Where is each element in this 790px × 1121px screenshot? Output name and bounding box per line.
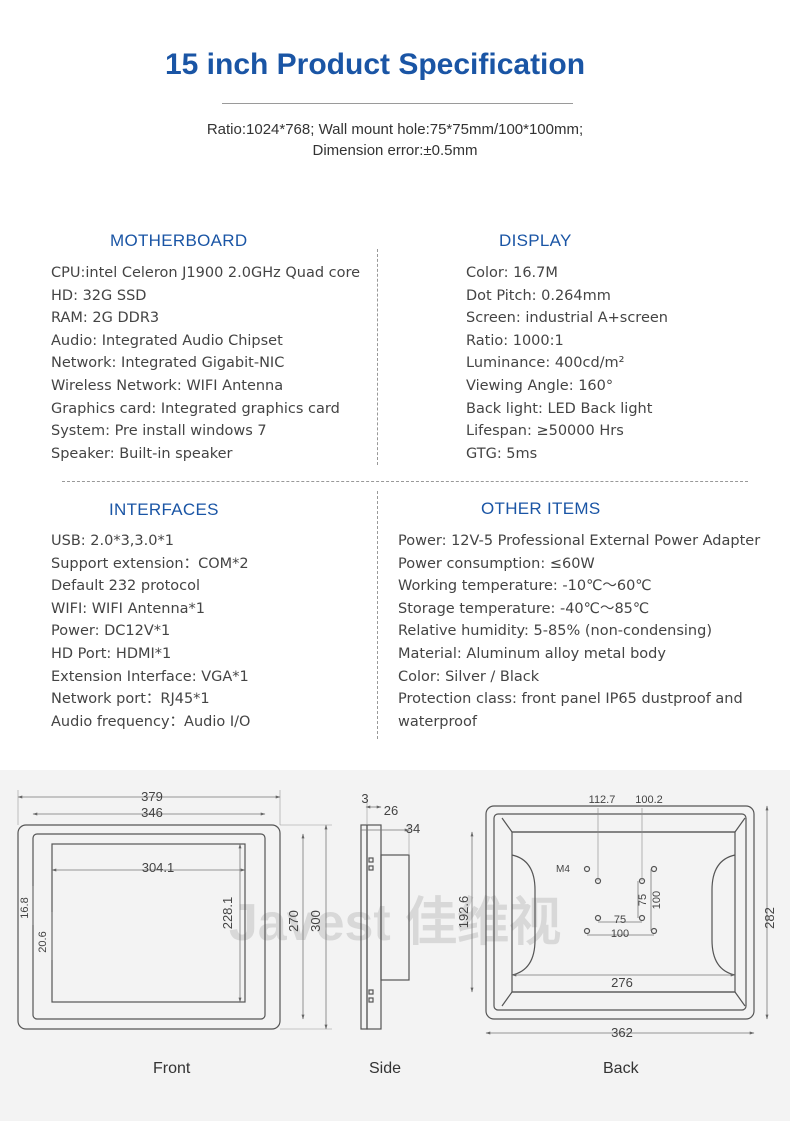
display-heading: DISPLAY: [499, 231, 572, 250]
back-outer-frame: [485, 805, 755, 1020]
front-bezel-height-label: 270: [286, 910, 301, 932]
interfaces-item: USB: 2.0*3,3.0*1: [51, 533, 174, 549]
front-caption: Front: [153, 1060, 191, 1077]
back-view: [470, 805, 769, 1035]
back-bevel-bottom: [501, 991, 746, 1007]
display-item: Viewing Angle: 160°: [466, 377, 614, 394]
screw-hole: [583, 865, 591, 873]
front-margin-left-label: 20.6: [37, 931, 49, 952]
interfaces-item: HD Port: HDMI*1: [51, 645, 172, 662]
back-outer-width-label: 362: [611, 1025, 633, 1040]
display-item: GTG: 5ms: [466, 445, 538, 462]
motherboard-item: HD: 32G SSD: [51, 287, 147, 304]
interfaces-item: WIFI: WIFI Antenna*1: [51, 600, 206, 617]
display-item: Lifespan: ≥50000 Hrs: [466, 423, 624, 440]
back-vesa-large-v-label: 100: [651, 891, 663, 909]
front-bezel-width-label: 346: [141, 805, 163, 820]
screw-hole: [638, 914, 646, 922]
front-margin-top-label: 16.8: [19, 897, 31, 918]
other-item: Working temperature: -10℃～60℃: [398, 578, 652, 595]
motherboard-list: CPU:intel Celeron J1900 2.0GHz Quad core…: [51, 262, 360, 465]
motherboard-item: RAM: 2G DDR3: [51, 310, 160, 327]
screw-hole: [594, 914, 602, 922]
other-item: Protection class: front panel IP65 dustp…: [398, 691, 743, 730]
other-items-list: Power: 12V-5 Professional External Power…: [398, 530, 770, 733]
display-item: Ratio: 1000:1: [466, 332, 564, 349]
side-total-depth-label: 34: [406, 821, 420, 836]
back-inner-width-label: 276: [611, 975, 633, 990]
back-grip-right: [711, 854, 736, 976]
motherboard-item: Audio: Integrated Audio Chipset: [51, 332, 283, 349]
row-divider: [62, 481, 748, 482]
screw-hole: [583, 927, 591, 935]
back-hole-offset-a-label: 112.7: [589, 794, 616, 806]
display-item: Color: 16.7M: [466, 265, 558, 281]
interfaces-item: Default 232 protocol: [51, 578, 201, 595]
motherboard-item: CPU:intel Celeron J1900 2.0GHz Quad core: [51, 265, 361, 281]
dimension-drawing-svg: Javest 佳维视 379 346 304.1 228.1 270 300 1…: [17, 789, 777, 1040]
other-items-heading: OTHER ITEMS: [481, 499, 601, 518]
page-title: 15 inch Product Specification: [164, 48, 586, 81]
interfaces-item: Audio frequency：Audio I/O: [51, 713, 251, 730]
subtitle-line-2: Dimension error:±0.5mm: [312, 142, 478, 159]
back-vesa-small-v-label: 75: [637, 894, 649, 906]
side-rear-housing: [380, 854, 410, 981]
other-item: Material: Aluminum alloy metal body: [398, 645, 666, 662]
motherboard-item: Speaker: Built-in speaker: [51, 445, 233, 462]
screw-hole: [650, 927, 658, 935]
back-bevel-top: [501, 817, 746, 833]
side-body-depth-label: 26: [384, 803, 398, 818]
motherboard-item: Network: Integrated Gigabit-NIC: [51, 355, 285, 372]
watermark-logo: Javest 佳维视: [229, 894, 561, 952]
title-divider: [222, 103, 573, 104]
interfaces-heading: INTERFACES: [109, 500, 219, 519]
motherboard-item: Graphics card: Integrated graphics card: [51, 400, 340, 417]
dimension-drawing: Javest 佳维视 379 346 304.1 228.1 270 300 1…: [0, 770, 790, 1121]
interfaces-list: USB: 2.0*3,3.0*1 Support extension：COM*2…: [51, 530, 250, 733]
display-item: Back light: LED Back light: [466, 400, 653, 417]
front-outer-width-label: 379: [141, 789, 163, 804]
display-item: Luminance: 400cd/m²: [466, 355, 625, 372]
back-vesa-small-h-label: 75: [614, 914, 626, 926]
back-hole-offset-b-label: 100.2: [635, 794, 663, 806]
back-grip-left: [511, 854, 536, 976]
display-item: Screen: industrial A+screen: [466, 310, 668, 327]
screw-hole: [650, 865, 658, 873]
other-item: Color: Silver / Black: [398, 668, 540, 685]
front-outer-frame: [17, 824, 281, 1030]
back-inner-frame: [493, 813, 747, 1011]
back-screw-label: M4: [556, 864, 570, 875]
back-inner-height-label: 192.6: [456, 896, 471, 929]
back-panel: [511, 831, 736, 993]
display-list: Color: 16.7M Dot Pitch: 0.264mm Screen: …: [466, 262, 668, 465]
side-view: [360, 800, 410, 1030]
subtitle-line-1: Ratio:1024*768; Wall mount hole:75*75mm/…: [206, 121, 584, 138]
column-divider-bottom: [377, 491, 378, 739]
other-item: Relative humidity: 5-85% (non-condensing…: [398, 623, 712, 640]
front-view: [17, 790, 332, 1030]
front-screen-width-label: 304.1: [142, 860, 175, 875]
motherboard-item: System: Pre install windows 7: [51, 423, 267, 440]
back-vesa-large-h-label: 100: [611, 928, 629, 940]
other-item: Power: 12V-5 Professional External Power…: [398, 533, 761, 549]
motherboard-heading: MOTHERBOARD: [110, 231, 248, 250]
back-caption: Back: [603, 1060, 639, 1077]
interfaces-item: Extension Interface: VGA*1: [51, 668, 249, 685]
front-screen-height-label: 228.1: [220, 897, 235, 930]
front-outer-height-label: 300: [308, 910, 323, 932]
front-bezel: [32, 833, 266, 1020]
other-item: Storage temperature: -40℃～85℃: [398, 600, 650, 617]
side-caption: Side: [369, 1060, 402, 1077]
interfaces-item: Support extension：COM*2: [51, 555, 249, 572]
interfaces-item: Power: DC12V*1: [51, 623, 171, 640]
display-item: Dot Pitch: 0.264mm: [466, 287, 611, 304]
motherboard-item: Wireless Network: WIFI Antenna: [51, 377, 284, 394]
other-item: Power consumption: ≤60W: [398, 555, 595, 572]
side-bezel-depth-label: 3: [361, 791, 368, 806]
interfaces-item: Network port：RJ45*1: [51, 691, 210, 708]
column-divider-top: [377, 249, 378, 465]
back-outer-height-label: 282: [762, 907, 777, 929]
